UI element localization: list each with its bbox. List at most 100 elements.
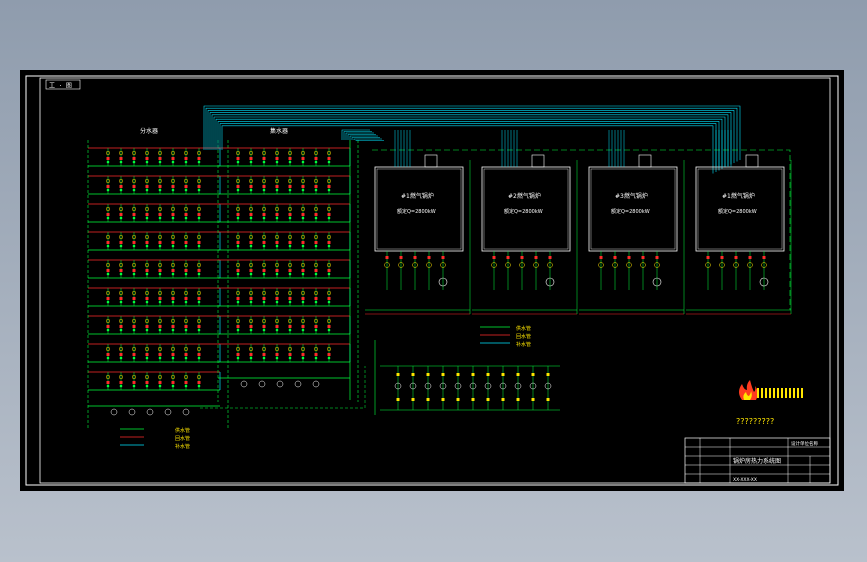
valve-symbol xyxy=(300,178,306,184)
flame-logo xyxy=(739,380,803,400)
meter-symbol xyxy=(249,185,253,188)
pump-symbol xyxy=(312,380,320,388)
meter-symbol xyxy=(145,381,149,384)
legend-center-label-3: 补水管 xyxy=(516,341,531,348)
valve-symbol xyxy=(261,178,267,184)
valve-symbol xyxy=(144,318,150,324)
valve-symbol xyxy=(314,272,318,276)
meter-symbol xyxy=(158,185,162,188)
valve-symbol xyxy=(119,300,123,304)
logo-stripe xyxy=(801,388,803,398)
valve-symbol xyxy=(261,262,267,268)
meter-symbol xyxy=(145,185,149,188)
meter-symbol xyxy=(106,213,110,216)
boiler-name: #1燃气锅炉 xyxy=(722,192,755,200)
meter-symbol xyxy=(184,213,188,216)
meter-symbol xyxy=(171,185,175,188)
pump-symbol xyxy=(240,380,248,388)
trunk-line xyxy=(215,118,723,169)
meter-symbol xyxy=(249,241,253,244)
valve-symbol xyxy=(413,256,417,259)
valve-symbol xyxy=(105,290,111,296)
valve-symbol xyxy=(411,373,415,376)
meter-symbol xyxy=(197,213,201,216)
valve-symbol xyxy=(327,160,331,164)
valve-symbol xyxy=(145,384,149,388)
valve-symbol xyxy=(534,256,538,259)
valve-symbol xyxy=(327,300,331,304)
meter-symbol xyxy=(158,269,162,272)
pump-group xyxy=(200,340,560,415)
valve-symbol xyxy=(313,178,319,184)
valve-symbol xyxy=(145,328,149,332)
valve-symbol xyxy=(275,216,279,220)
valve-symbol xyxy=(197,244,201,248)
valve-symbol xyxy=(197,160,201,164)
meter-symbol xyxy=(132,157,136,160)
valve-symbol xyxy=(720,256,724,259)
valve-symbol xyxy=(301,272,305,276)
valve-symbol xyxy=(131,206,137,212)
meter-symbol xyxy=(106,381,110,384)
valve-symbol xyxy=(118,234,124,240)
valve-symbol xyxy=(197,328,201,332)
valve-symbol xyxy=(158,188,162,192)
legend-left: 供水管 回水管 补水管 xyxy=(120,427,190,450)
meter-symbol xyxy=(327,325,331,328)
meter-symbol xyxy=(197,157,201,160)
trunk-line xyxy=(203,105,741,160)
logo-stripe xyxy=(797,388,799,398)
trunk-line xyxy=(349,135,378,140)
meter-symbol xyxy=(184,297,188,300)
valve-symbol xyxy=(171,160,175,164)
valve-symbol xyxy=(236,216,240,220)
valve-symbol xyxy=(249,188,253,192)
valve-symbol xyxy=(287,206,293,212)
pump-symbol xyxy=(484,382,492,390)
logo-stripe xyxy=(769,388,771,398)
valve-symbol xyxy=(274,206,280,212)
valve-symbol xyxy=(287,150,293,156)
valve-symbol xyxy=(158,244,162,248)
valve-symbol xyxy=(118,206,124,212)
valve-symbol xyxy=(144,262,150,268)
valve-symbol xyxy=(183,290,189,296)
valve-symbol xyxy=(705,262,711,268)
valve-symbol xyxy=(471,398,475,401)
meter-symbol xyxy=(288,157,292,160)
supply-trunk-lines xyxy=(203,105,791,400)
pump-header-line xyxy=(380,365,560,411)
meter-symbol xyxy=(119,269,123,272)
meter-symbol xyxy=(314,297,318,300)
logo-stripe xyxy=(785,388,787,398)
valve-symbol xyxy=(314,188,318,192)
manifold-group-2 xyxy=(217,140,359,402)
meter-symbol xyxy=(314,213,318,216)
valve-symbol xyxy=(131,346,137,352)
valve-symbol xyxy=(412,262,418,268)
meter-symbol xyxy=(249,269,253,272)
meter-symbol xyxy=(249,213,253,216)
valve-symbol xyxy=(733,262,739,268)
valve-symbol xyxy=(184,300,188,304)
valve-symbol xyxy=(300,346,306,352)
valve-symbol xyxy=(287,262,293,268)
group-title-2: 集水器 xyxy=(270,127,288,135)
trunk-line xyxy=(351,137,380,140)
valve-symbol xyxy=(183,374,189,380)
meter-symbol xyxy=(132,241,136,244)
valve-symbol xyxy=(183,318,189,324)
valve-symbol xyxy=(326,234,332,240)
meter-symbol xyxy=(314,157,318,160)
group-title-1: 分水器 xyxy=(140,127,158,135)
meter-symbol xyxy=(197,297,201,300)
valve-symbol xyxy=(131,318,137,324)
meter-symbol xyxy=(314,325,318,328)
valve-symbol xyxy=(118,150,124,156)
trunk-line xyxy=(355,140,384,141)
valve-symbol xyxy=(274,318,280,324)
valve-symbol xyxy=(546,373,550,376)
meter-symbol xyxy=(314,185,318,188)
valve-symbol xyxy=(288,328,292,332)
valve-symbol xyxy=(326,318,332,324)
